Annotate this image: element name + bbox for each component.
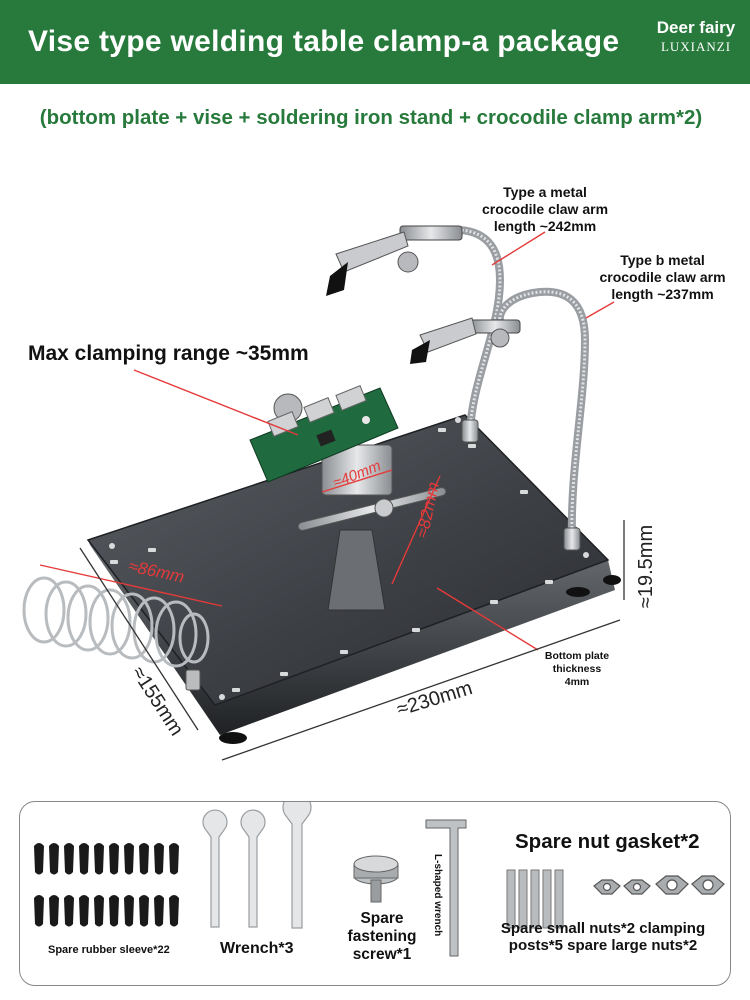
clamping-posts [506,869,564,929]
arm-b-label: Type b metal crocodile claw arm length ~… [599,252,726,302]
rubber-sleeves [34,843,179,927]
header-banner: Vise type welding table clamp-a package … [0,0,750,84]
circuit-board [249,385,399,483]
crocodile-clip-b [410,317,521,364]
product-illustration [22,225,625,761]
thumb-screw [353,855,399,903]
page-title: Vise type welding table clamp-a package [28,25,620,58]
plate-thickness-label: Bottom plate thickness 4mm [544,650,610,688]
spare-nuts [593,875,725,895]
nut-gasket-label: Spare nut gasket*2 [515,830,700,853]
rubber-foot [566,587,590,597]
rubber-foot [603,575,621,585]
brand-name: Deer fairy [656,18,736,37]
brand-logo: Deer fairy LUXIANZI [648,18,744,55]
rubber-foot [219,732,247,744]
plate-height-dimension: ≈19.5mm [635,524,658,609]
wrench-label: Wrench*3 [220,940,294,957]
vise [273,393,447,611]
l-shaped-wrench [425,819,467,957]
arm-a-label: Type a metal crocodile claw arm length ~… [481,184,609,234]
crocodile-clip-a [326,225,463,296]
wrenches [202,802,312,929]
spare-parts-label: Spare small nuts*2 clamping posts*5 spar… [500,920,706,954]
package-contents-subtitle: (bottom plate + vise + soldering iron st… [39,106,703,129]
soldering-iron-spring [22,576,210,668]
package-contents-panel: Spare rubber sleeve*22 Wrench*3 Spare fa… [19,801,731,986]
plate-holes [109,417,589,700]
l-wrench-label: L-shaped wrench [432,854,443,937]
brand-subname: LUXIANZI [660,39,732,54]
package-items-illustration [34,802,725,957]
clamping-range-label: Max clamping range ~35mm [28,342,309,365]
screw-label: Spare fastening screw*1 [347,910,417,963]
rubber-sleeve-label: Spare rubber sleeve*22 [48,944,170,956]
